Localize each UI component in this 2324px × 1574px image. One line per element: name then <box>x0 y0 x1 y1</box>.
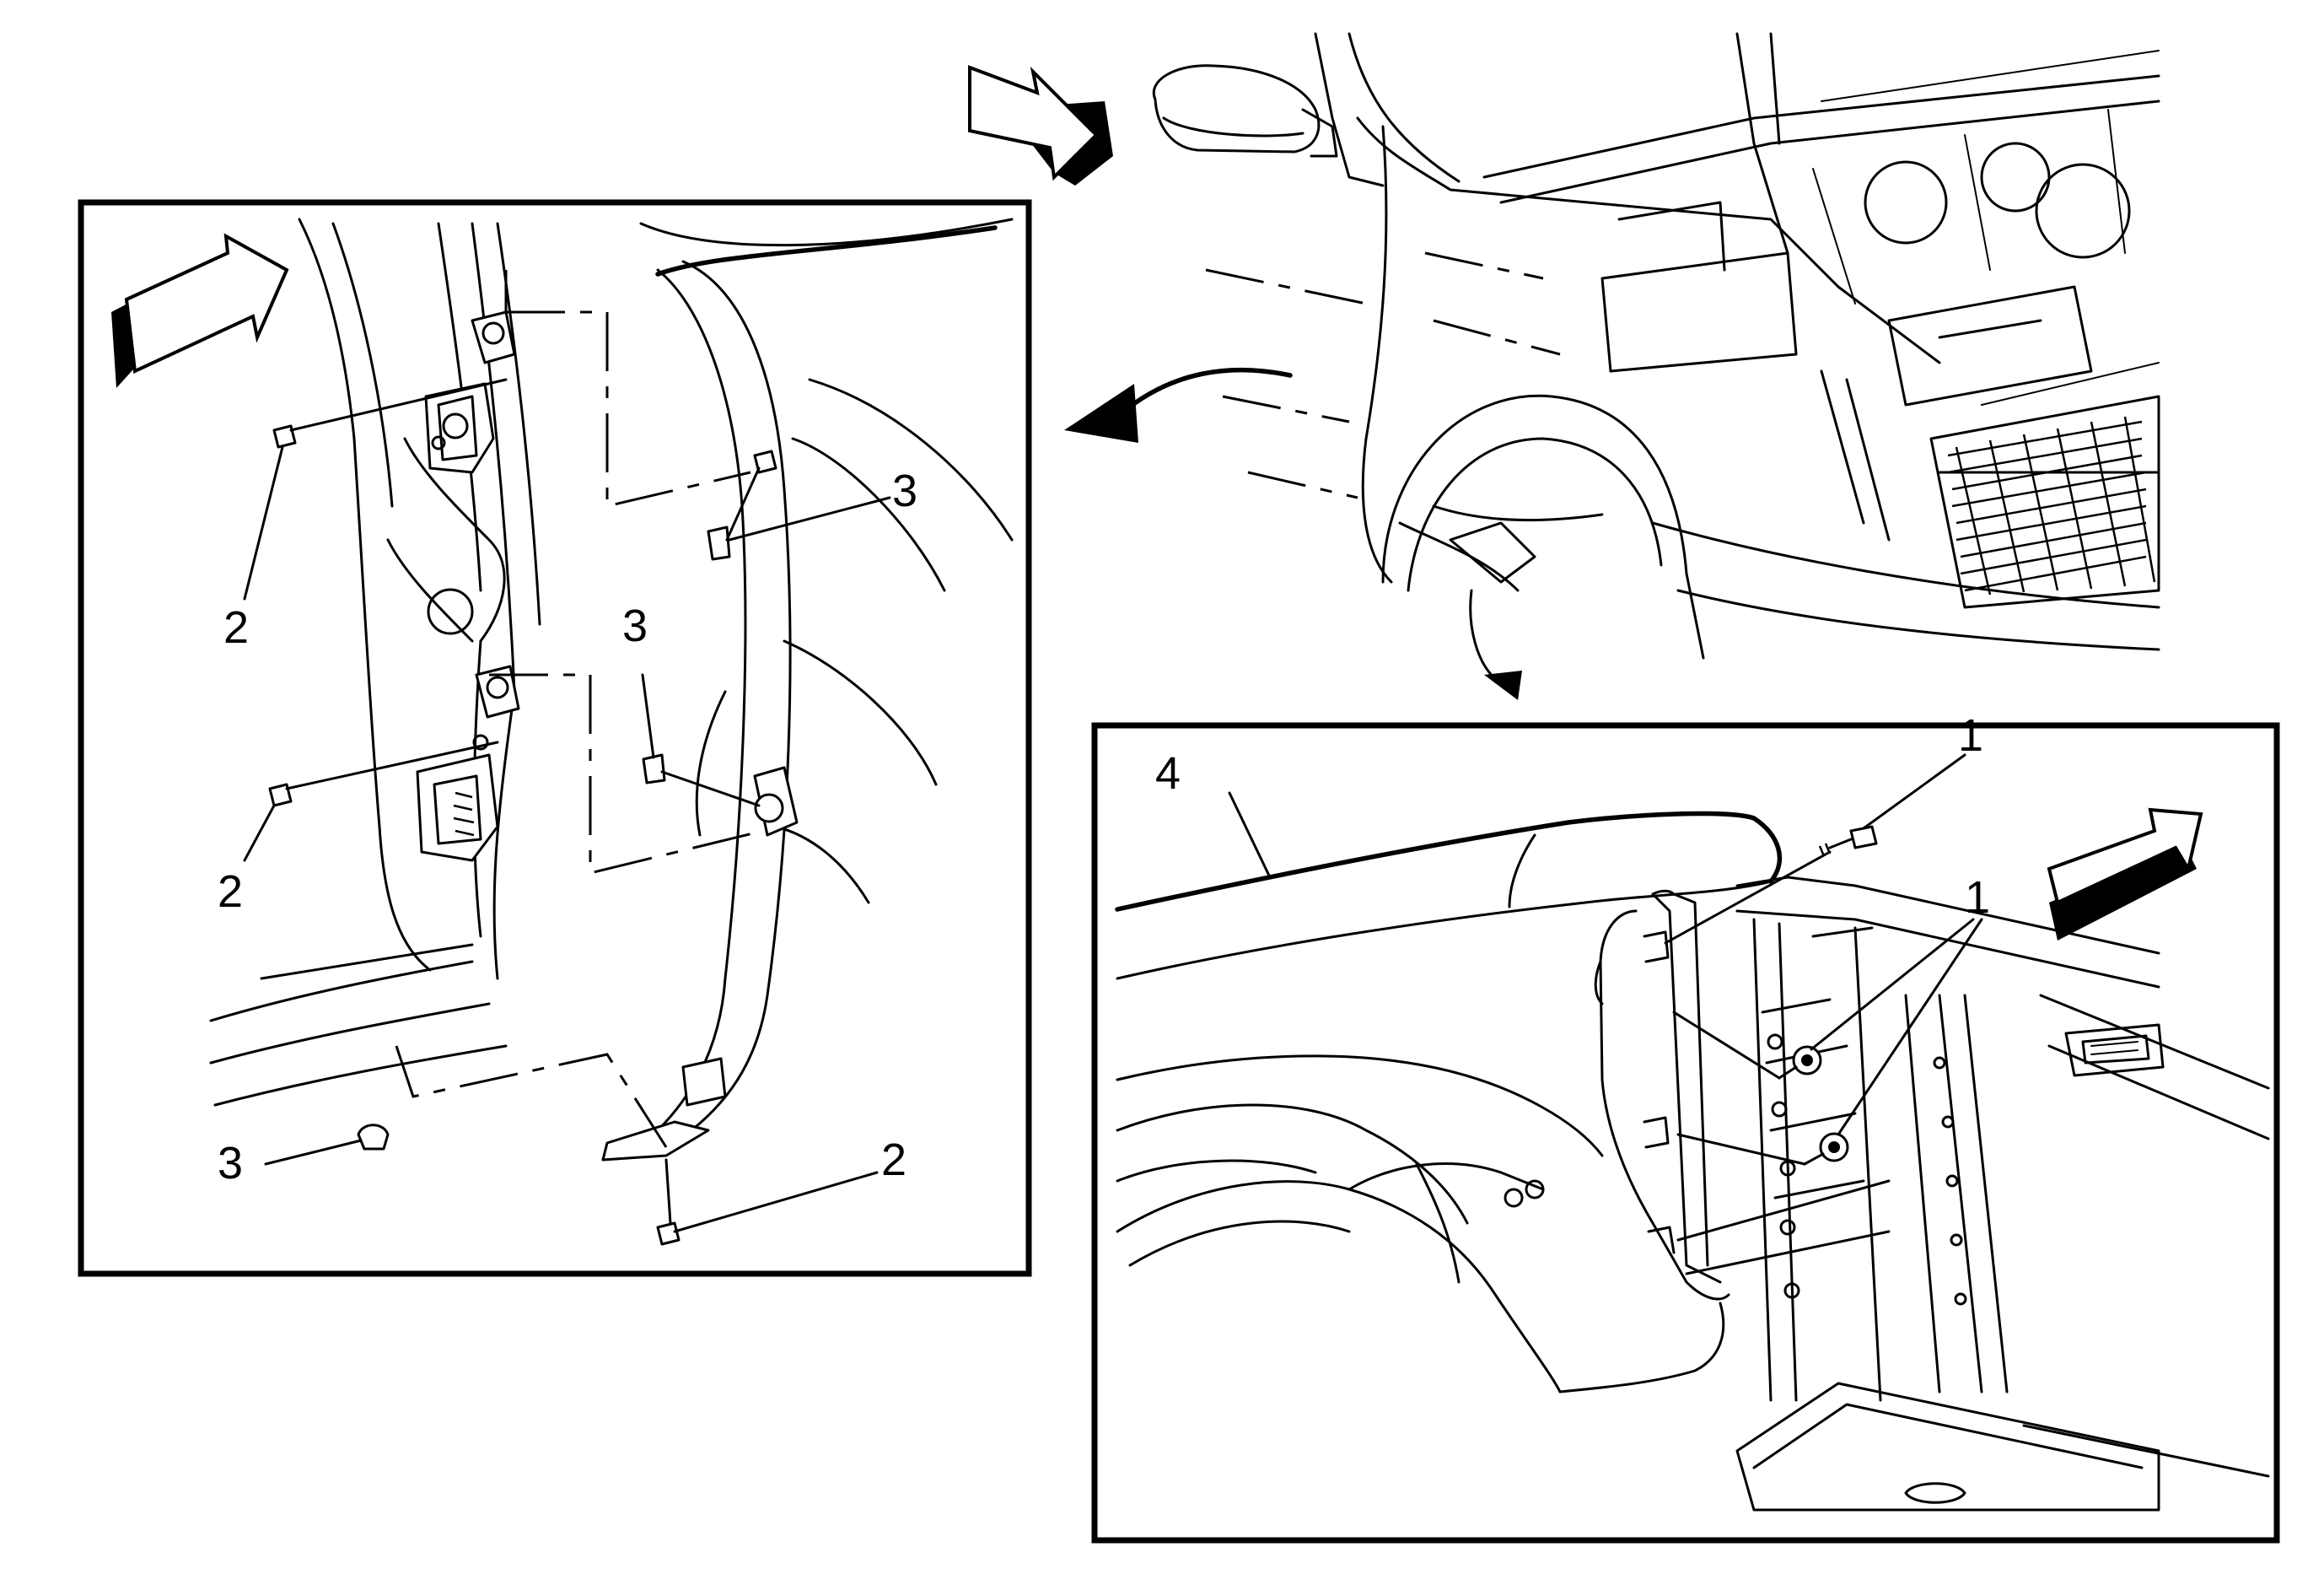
bolt-1-lower <box>1803 1132 1849 1166</box>
callout-3-upper: 3 <box>892 466 917 516</box>
callout-1-top: 1 <box>1958 710 1983 761</box>
callout-2-middle: 2 <box>218 866 243 917</box>
direction-arrow-right <box>2047 807 2203 941</box>
bolt-lower <box>656 1158 681 1246</box>
vehicle-overview <box>1152 32 2160 660</box>
callout-3-lower: 3 <box>218 1138 243 1189</box>
callout-2-upper: 2 <box>223 602 249 653</box>
clip-lower <box>357 1124 390 1151</box>
direction-arrow-top <box>968 65 1113 186</box>
right-detail-panel: 1 1 4 <box>1091 710 2280 1544</box>
bolt-upper <box>272 378 508 449</box>
callout-3-middle: 3 <box>622 601 648 651</box>
detail-pointer-arrow <box>1469 589 1522 700</box>
grille-mesh <box>1947 416 2156 596</box>
clip-upper <box>707 466 761 561</box>
left-detail-panel: 2 2 2 3 3 3 <box>78 199 1032 1277</box>
curved-removal-arrow <box>1064 367 1293 443</box>
direction-arrow-left <box>111 233 289 388</box>
hinge-spring <box>453 791 475 837</box>
bolt-middle <box>268 741 499 807</box>
callout-4-fender: 4 <box>1155 748 1181 799</box>
callout-2-lower: 2 <box>881 1135 906 1185</box>
bolt-1-middle <box>1778 1045 1822 1080</box>
clip-middle <box>642 753 761 807</box>
callout-1-pair: 1 <box>1965 872 1990 923</box>
